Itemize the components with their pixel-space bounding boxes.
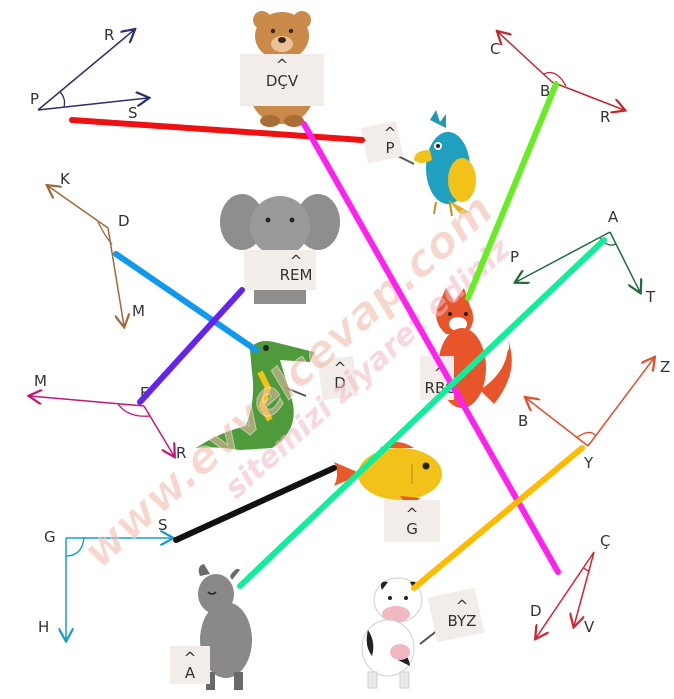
- label-point-d-bottom: D: [530, 602, 542, 620]
- label-point-c-top: C: [490, 40, 500, 58]
- connector-cyan: [237, 237, 607, 589]
- parrot-sign-label: P: [385, 139, 394, 157]
- angle-cbr: B C R: [490, 32, 624, 126]
- parrot-sign: [360, 120, 404, 164]
- label-point-r: R: [104, 26, 114, 44]
- label-point-z: Z: [660, 358, 670, 376]
- label-point-k: K: [60, 170, 71, 188]
- label-point-s-left: S: [158, 516, 168, 534]
- connector-blue: [113, 251, 259, 353]
- label-point-b-right: B: [518, 412, 528, 430]
- label-point-b-top: B: [540, 82, 550, 100]
- angle-pat: A P T: [510, 208, 656, 306]
- crocodile-illustration: [196, 341, 314, 450]
- label-point-h: H: [38, 618, 49, 636]
- connector-red: [69, 117, 365, 143]
- cow-sign-hat: ^: [456, 597, 469, 615]
- angle-cdv: Ç D V: [530, 532, 610, 638]
- connector-magenta: [301, 121, 561, 575]
- elephant-sign-hat: ^: [290, 252, 303, 270]
- label-point-v: V: [584, 618, 595, 636]
- connectors: [69, 81, 607, 591]
- angle-rps: P R S: [30, 26, 148, 122]
- cow-sign: [427, 587, 485, 643]
- angle-kdm: D K M: [48, 170, 145, 326]
- label-point-m-bottom: M: [34, 372, 47, 390]
- parrot-sign-hat: ^: [384, 124, 397, 142]
- bear-sign: [240, 54, 324, 106]
- connector-purple: [137, 287, 245, 405]
- label-point-t: T: [645, 288, 656, 306]
- goat-sign-label: A: [185, 664, 196, 682]
- label-point-r-top: R: [600, 108, 610, 126]
- fish-illustration: [334, 442, 442, 504]
- goat-illustration: [198, 564, 252, 690]
- crocodile-sign-label: D: [334, 374, 346, 392]
- crocodile-sign: [317, 355, 359, 401]
- label-point-m-left: M: [132, 302, 145, 320]
- label-point-r-left: R: [176, 444, 186, 462]
- goat-sign-hat: ^: [184, 649, 197, 667]
- label-point-d-left: D: [118, 212, 130, 230]
- connector-black: [173, 465, 337, 543]
- crocodile-sign-hat: ^: [334, 359, 347, 377]
- label-point-a: A: [608, 208, 619, 226]
- elephant-sign: [244, 250, 316, 290]
- angle-mer: E M R: [30, 372, 186, 462]
- angle-byz: B Y Z: [518, 358, 670, 472]
- label-point-g: G: [44, 528, 56, 546]
- goat-sign: [170, 646, 210, 684]
- label-point-p: P: [30, 90, 39, 108]
- cow-illustration: [361, 577, 439, 689]
- parrot-illustration: [397, 110, 476, 217]
- elephant-sign-label: REM: [280, 266, 313, 284]
- label-point-s: S: [128, 104, 138, 122]
- connector-green: [465, 81, 559, 301]
- fish-sign-label: G: [406, 520, 418, 538]
- fish-sign-hat: ^: [406, 505, 419, 523]
- fish-sign: [384, 500, 440, 542]
- bear-sign-label: DÇV: [266, 72, 299, 90]
- bear-sign-hat: ^: [276, 56, 289, 74]
- label-point-p-right: P: [510, 248, 519, 266]
- cow-sign-label: BYZ: [448, 612, 477, 630]
- angle-sgh: G S H: [38, 516, 172, 640]
- connector-orange: [411, 445, 585, 591]
- label-point-c-cedilla: Ç: [600, 532, 610, 550]
- label-point-y: Y: [583, 454, 594, 472]
